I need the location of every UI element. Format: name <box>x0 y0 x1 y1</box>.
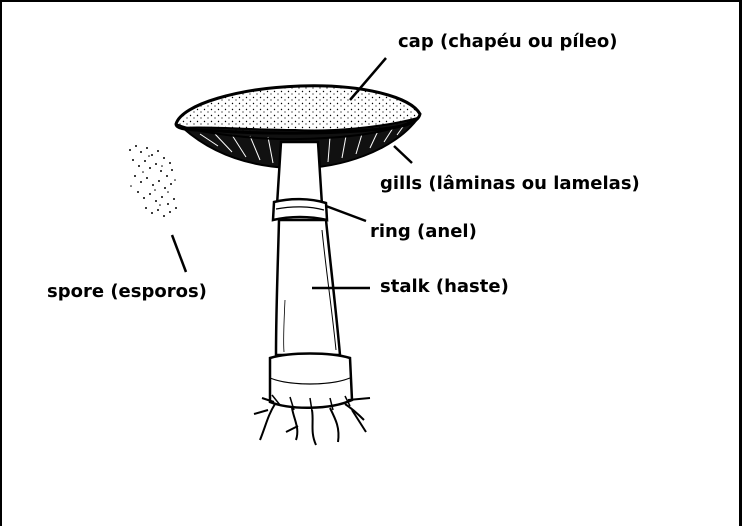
spore-cloud <box>129 145 177 217</box>
ring-leader-line <box>326 206 366 221</box>
gills-label: gills (lâminas ou lamelas) <box>380 175 640 193</box>
gills-leader-line <box>394 146 412 163</box>
ring-label: ring (anel) <box>370 223 477 241</box>
cap-label: cap (chapéu ou píleo) <box>398 33 617 51</box>
spore-label: spore (esporos) <box>47 283 207 301</box>
spore-leader-line <box>172 235 186 272</box>
stalk-upper-shape <box>277 142 322 205</box>
stalk-label: stalk (haste) <box>380 278 509 296</box>
ring-shape <box>273 199 327 220</box>
cap-shape <box>176 86 420 133</box>
